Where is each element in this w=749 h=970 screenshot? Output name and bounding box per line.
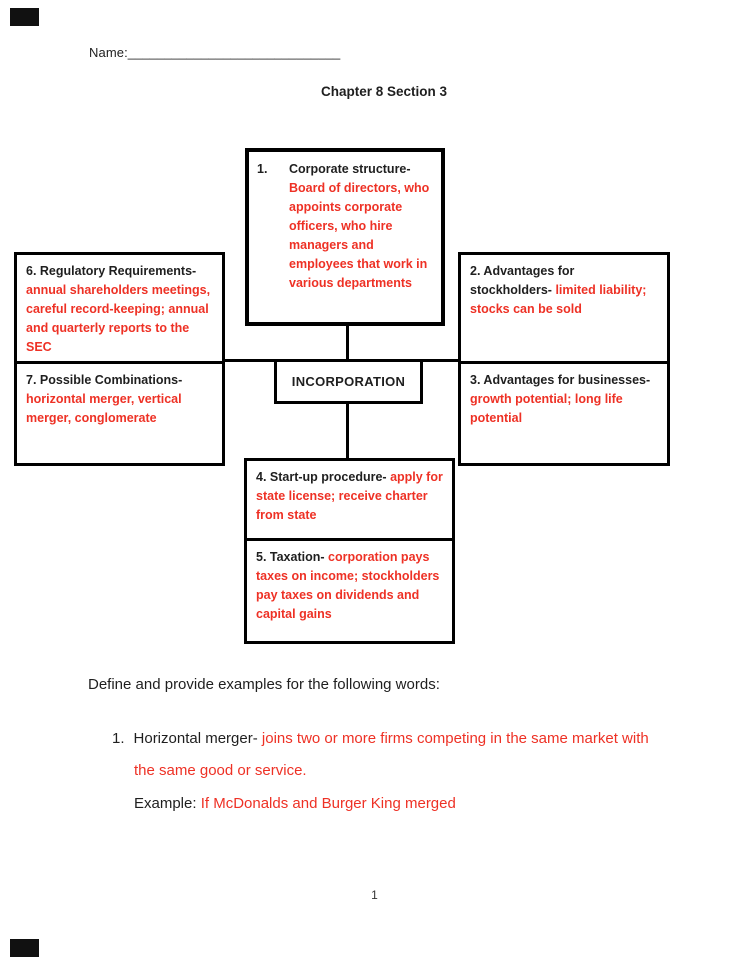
exercise-item-1-example: Example: If McDonalds and Burger King me…: [134, 795, 456, 812]
diagram-box-advantages-businesses: 3. Advantages for businesses- growth pot…: [458, 361, 670, 466]
exercise-prompt: Define and provide examples for the foll…: [88, 676, 440, 693]
connector-center-to-box4: [346, 402, 349, 460]
box1-definition: Board of directors, who appoints corpora…: [289, 181, 430, 290]
diagram-box-taxation: 5. Taxation- corporation pays taxes on i…: [244, 538, 455, 644]
box6-definition: annual shareholders meetings, careful re…: [26, 283, 211, 354]
box5-term: 5. Taxation-: [256, 550, 325, 564]
box2-term: 2. Advantages for stockholders-: [470, 264, 575, 297]
exercise-item-definition-1: joins two or more firms competing in the…: [261, 730, 649, 747]
connector-left-to-center: [223, 359, 276, 362]
scan-artifact-bottom-left: [10, 939, 39, 957]
exercise-item-1-line-2: the same good or service.: [134, 762, 307, 779]
page-number: 1: [371, 888, 378, 902]
diagram-box-regulatory-requirements: 6. Regulatory Requirements- annual share…: [14, 252, 225, 364]
scan-artifact-top-left: [10, 8, 39, 26]
diagram-box-corporate-structure: 1. Corporate structure- Board of directo…: [245, 148, 445, 326]
box5-definition: corporation pays taxes on income; stockh…: [256, 550, 440, 621]
box2-definition: limited liability; stocks can be sold: [470, 283, 647, 316]
diagram-center-box: INCORPORATION: [274, 359, 423, 404]
example-label: Example:: [134, 795, 197, 812]
diagram-box-advantages-stockholders: 2. Advantages for stockholders- limited …: [458, 252, 670, 364]
name-label: Name:: [89, 45, 128, 60]
box1-content: Corporate structure- Board of directors,…: [289, 160, 431, 293]
connector-center-to-right: [421, 359, 460, 362]
name-blank-line: _____________________________: [127, 45, 341, 60]
connector-box1-to-center: [346, 325, 349, 361]
exercise-item-term: Horizontal merger-: [133, 730, 258, 747]
box4-definition: apply for state license; receive charter…: [256, 470, 443, 522]
box7-definition: horizontal merger, vertical merger, cong…: [26, 392, 182, 425]
diagram-box-startup-procedure: 4. Start-up procedure- apply for state l…: [244, 458, 455, 541]
box7-term: 7. Possible Combinations-: [26, 373, 183, 387]
box3-term: 3. Advantages for businesses-: [470, 373, 651, 387]
name-field-line: Name:_____________________________: [89, 45, 340, 60]
exercise-item-1-line-1: 1. Horizontal merger- joins two or more f…: [112, 730, 649, 747]
diagram-box-possible-combinations: 7. Possible Combinations- horizontal mer…: [14, 361, 225, 466]
page-title: Chapter 8 Section 3: [321, 84, 448, 99]
box1-number: 1.: [257, 162, 268, 176]
example-text: If McDonalds and Burger King merged: [200, 795, 456, 812]
box6-term: 6. Regulatory Requirements-: [26, 264, 197, 278]
incorporation-label: INCORPORATION: [291, 374, 406, 389]
box1-term: Corporate structure-: [289, 162, 411, 176]
exercise-item-number: 1.: [112, 730, 125, 747]
box3-definition: growth potential; long life potential: [470, 392, 623, 425]
exercise-item-definition-2: the same good or service.: [134, 762, 307, 779]
box4-term: 4. Start-up procedure-: [256, 470, 387, 484]
